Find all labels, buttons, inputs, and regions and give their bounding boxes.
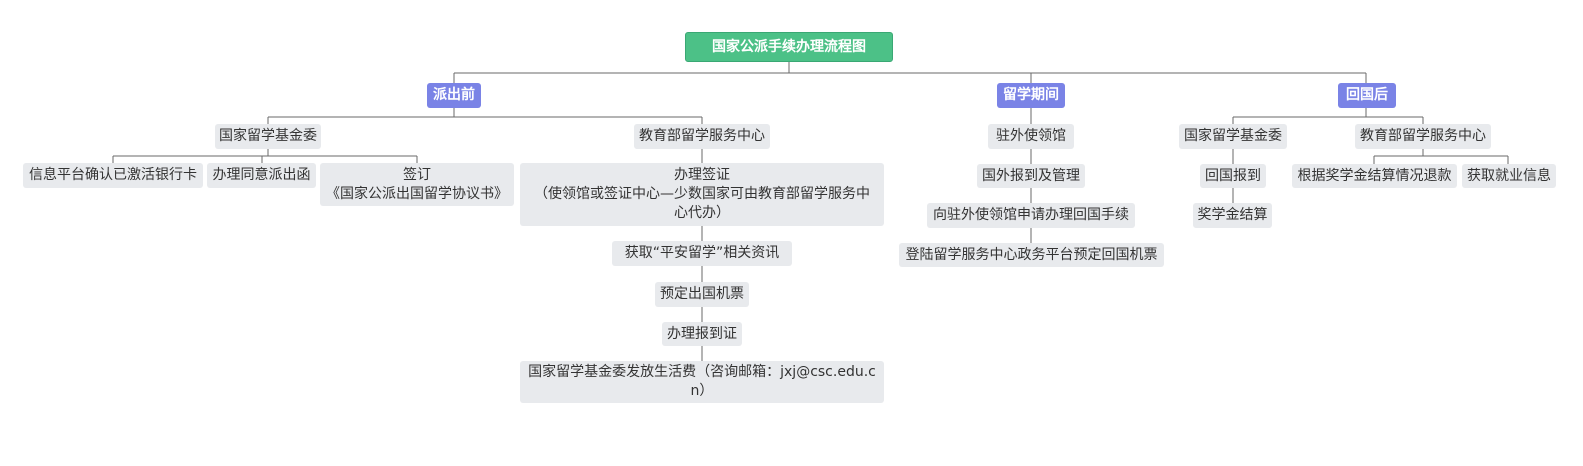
before-csc-item-bank-card: 信息平台确认已激活银行卡: [23, 163, 203, 188]
root-node: 国家公派手续办理流程图: [685, 32, 893, 62]
during-step-return-ticket: 登陆留学服务中心政务平台预定回国机票: [899, 243, 1164, 267]
after-moe-node: 教育部留学服务中心: [1355, 124, 1491, 149]
before-moe-step-living-allowance: 国家留学基金委发放生活费（咨询邮箱：jxj@csc.edu.c n）: [520, 361, 884, 403]
before-moe-step-safety-info: 获取“平安留学”相关资讯: [612, 241, 792, 266]
during-step-return-application: 向驻外使领馆申请办理回国手续: [927, 203, 1135, 228]
after-csc-step-scholarship-settlement: 奖学金结算: [1193, 203, 1272, 228]
before-moe-step-flight: 预定出国机票: [655, 282, 749, 307]
before-csc-item-agreement: 签订 《国家公派出国留学协议书》: [320, 163, 514, 206]
during-step-arrival: 国外报到及管理: [977, 164, 1085, 188]
after-moe-item-refund: 根据奖学金结算情况退款: [1292, 164, 1457, 188]
during-embassy-node: 驻外使领馆: [988, 124, 1074, 149]
phase-during: 留学期间: [997, 83, 1065, 108]
phase-before: 派出前: [427, 83, 481, 108]
phase-after: 回国后: [1338, 83, 1396, 108]
before-moe-node: 教育部留学服务中心: [634, 124, 770, 149]
after-moe-item-employment-info: 获取就业信息: [1462, 164, 1556, 188]
before-csc-node: 国家留学基金委: [215, 124, 321, 149]
after-csc-node: 国家留学基金委: [1179, 124, 1287, 149]
before-moe-step-visa: 办理签证 （使领馆或签证中心—少数国家可由教育部留学服务中 心代办）: [520, 163, 884, 226]
after-csc-step-return-report: 回国报到: [1200, 164, 1266, 188]
before-moe-step-report-card: 办理报到证: [662, 322, 742, 346]
before-csc-item-consent-letter: 办理同意派出函: [207, 163, 316, 188]
